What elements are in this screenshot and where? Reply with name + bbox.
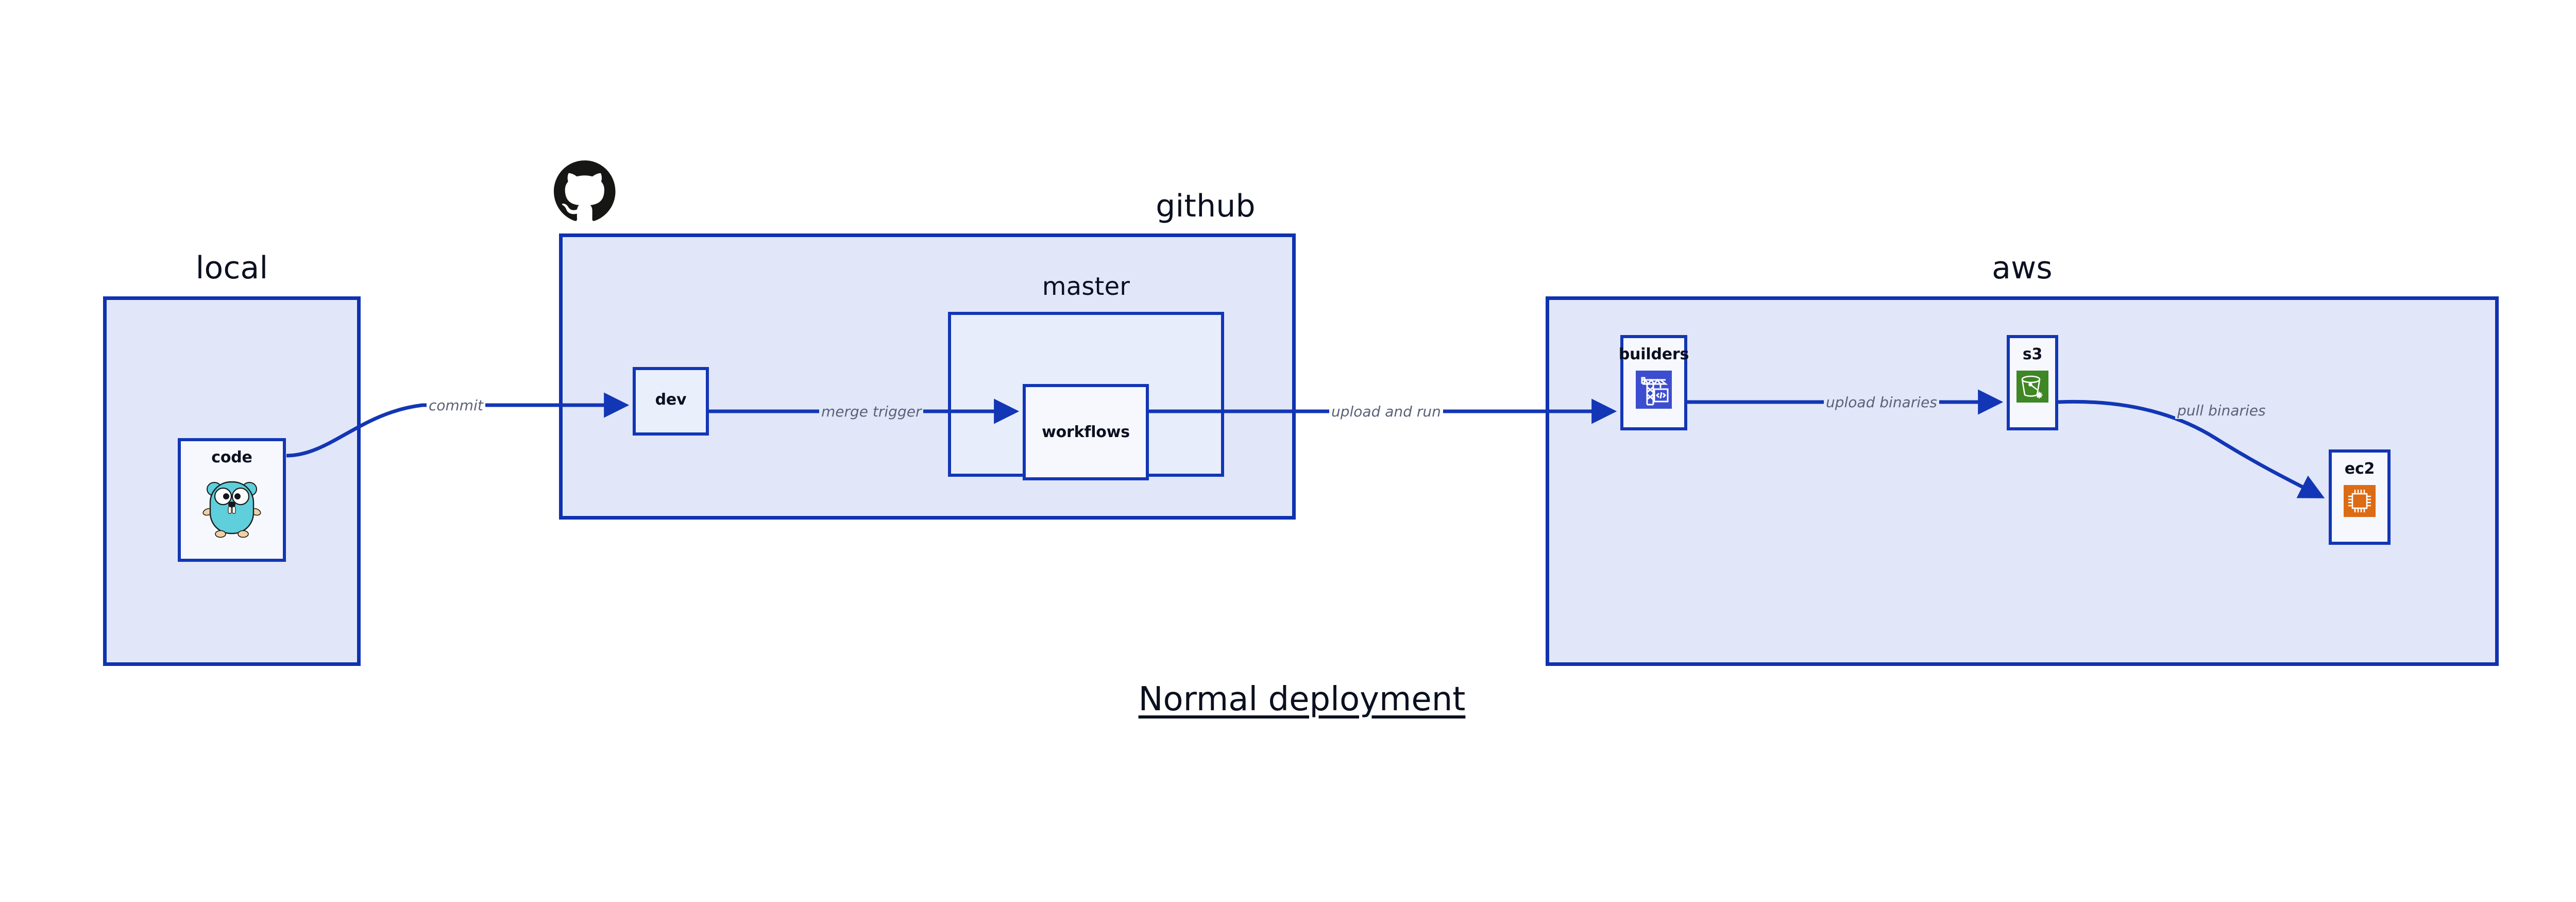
- node-builders[interactable]: builders: [1618, 335, 1689, 430]
- node-workflows[interactable]: workflows: [1023, 384, 1149, 480]
- node-label-code: code: [211, 448, 252, 466]
- edge-label-pull-binaries: pull binaries: [2175, 402, 2268, 419]
- group-label-local: local: [195, 250, 268, 286]
- go-gopher-icon: [201, 474, 263, 541]
- subgroup-label-master: master: [1042, 272, 1130, 301]
- node-label-dev: dev: [655, 391, 687, 409]
- node-label-workflows: workflows: [1042, 423, 1130, 441]
- edge-label-upload-and-run: upload and run: [1329, 403, 1443, 420]
- github-logo-icon: [554, 160, 616, 222]
- diagram-title: Normal deployment: [1138, 680, 1466, 719]
- node-ec2[interactable]: ec2: [2329, 449, 2391, 545]
- edge-label-upload-binaries: upload binaries: [1824, 394, 1939, 411]
- node-code[interactable]: code: [178, 438, 286, 562]
- edge-label-merge-trigger: merge trigger: [819, 403, 924, 420]
- group-label-aws: aws: [1992, 250, 2053, 286]
- s3-bucket-icon: [2016, 371, 2048, 403]
- cpu-chip-icon: [2344, 485, 2376, 517]
- edge-label-commit: commit: [427, 397, 485, 414]
- group-label-github: github: [1156, 188, 1256, 224]
- node-dev[interactable]: dev: [633, 367, 709, 436]
- node-s3[interactable]: s3: [2007, 335, 2058, 430]
- node-label-s3: s3: [2022, 345, 2043, 363]
- node-label-ec2: ec2: [2344, 460, 2375, 478]
- node-label-builders: builders: [1618, 345, 1689, 363]
- crane-code-icon: [1636, 371, 1672, 409]
